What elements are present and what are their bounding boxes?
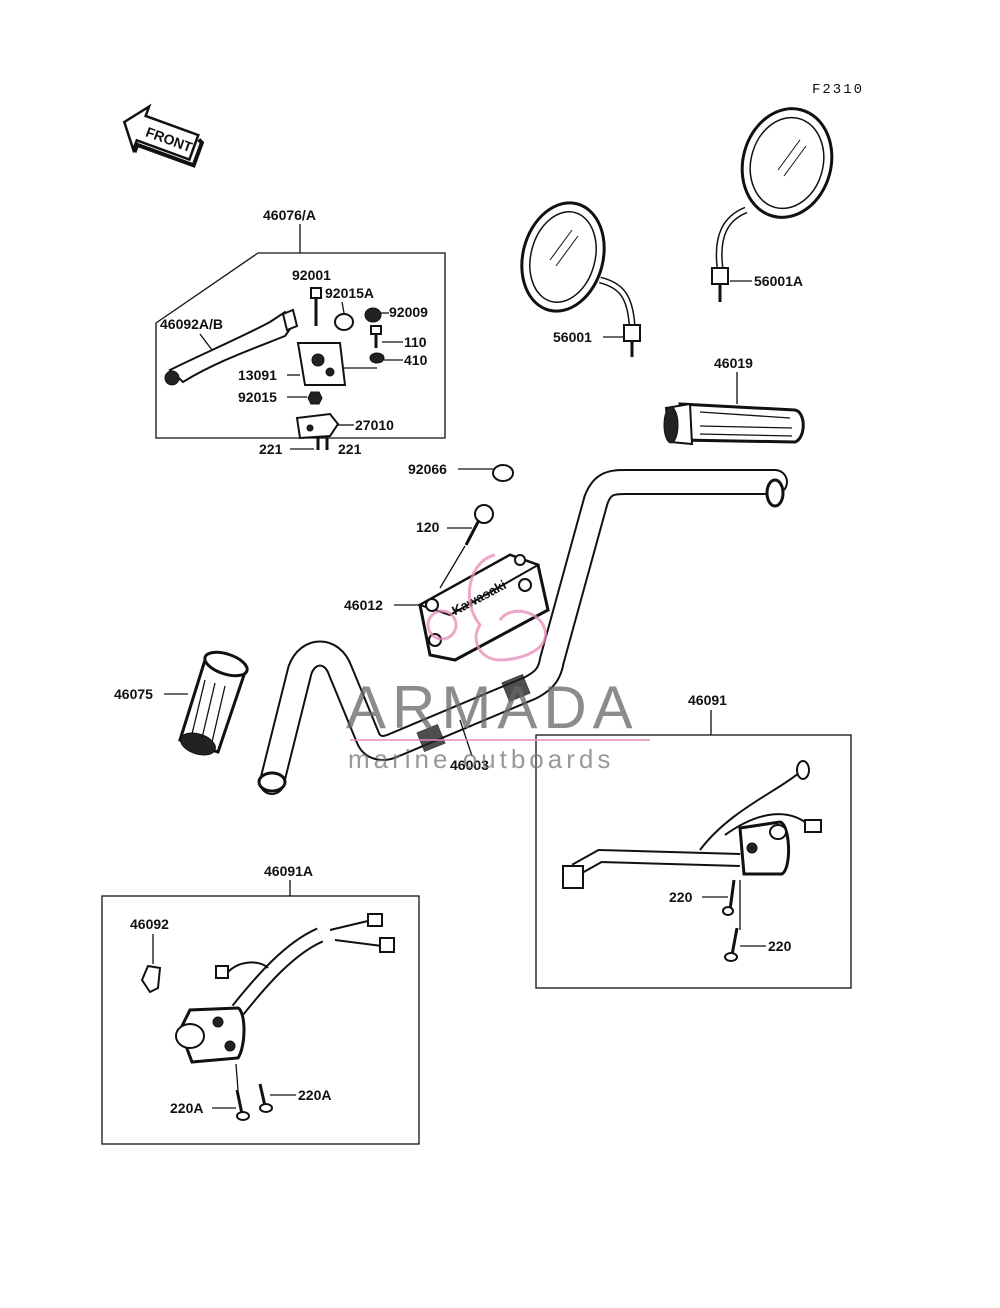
label-holder: 13091 <box>238 367 277 383</box>
label-clamp-bolt: 120 <box>416 519 440 535</box>
label-screw-left: 221 <box>259 441 283 457</box>
label-screw-220-b: 220 <box>768 938 792 954</box>
mirror-right: 56001A <box>711 107 834 302</box>
mirror-left: 56001 <box>520 201 641 357</box>
label-spring: 92009 <box>389 304 428 320</box>
label-nut-a: 92015A <box>325 285 374 301</box>
label-switch-left: 46091A <box>264 863 313 879</box>
grip-left: 46075 <box>114 650 249 756</box>
label-cap: 92066 <box>408 461 447 477</box>
label-pivot-bolt: 92001 <box>292 267 331 283</box>
watermark-title: ARMADA <box>346 674 639 741</box>
label-bolt-110: 110 <box>404 334 427 350</box>
label-switch-right: 46091 <box>688 692 727 708</box>
grip-right: 46019 <box>663 355 805 446</box>
label-switch: 27010 <box>355 417 394 433</box>
front-arrow-icon: FRONT <box>122 103 205 168</box>
label-clip: 46092 <box>130 916 169 932</box>
handlebar: 46003 <box>257 469 788 795</box>
switch-left-group: 46091A 46092 220A 220A <box>101 863 420 1145</box>
label-mirror-right: 56001A <box>754 273 803 289</box>
label-lever: 46092A/B <box>160 316 223 332</box>
watermark-logo-icon <box>426 553 547 662</box>
label-nut: 92015 <box>238 389 277 405</box>
label-grip-left: 46075 <box>114 686 153 702</box>
lever-assembly-group: 46076/A 46092A/B 92001 92015A 92009 110 … <box>155 207 446 457</box>
diagram-code: F2310 <box>812 82 864 98</box>
label-handlebar: 46003 <box>450 757 489 773</box>
watermark-subtitle: marine outboards <box>348 744 614 774</box>
label-washer-410: 410 <box>404 352 428 368</box>
label-screw-220a-a: 220A <box>170 1100 203 1116</box>
label-screw-right: 221 <box>338 441 362 457</box>
label-grip-right: 46019 <box>714 355 753 371</box>
clamp-group: 92066 120 Kawasaki 46012 <box>344 461 550 662</box>
label-lever-assembly: 46076/A <box>263 207 316 223</box>
watermark: ARMADA marine outboards <box>346 553 650 774</box>
label-screw-220-a: 220 <box>669 889 693 905</box>
label-mirror-left: 56001 <box>553 329 592 345</box>
label-screw-220a-b: 220A <box>298 1087 331 1103</box>
label-clamp: 46012 <box>344 597 383 613</box>
switch-right-group: 46091 220 220 <box>535 692 852 989</box>
